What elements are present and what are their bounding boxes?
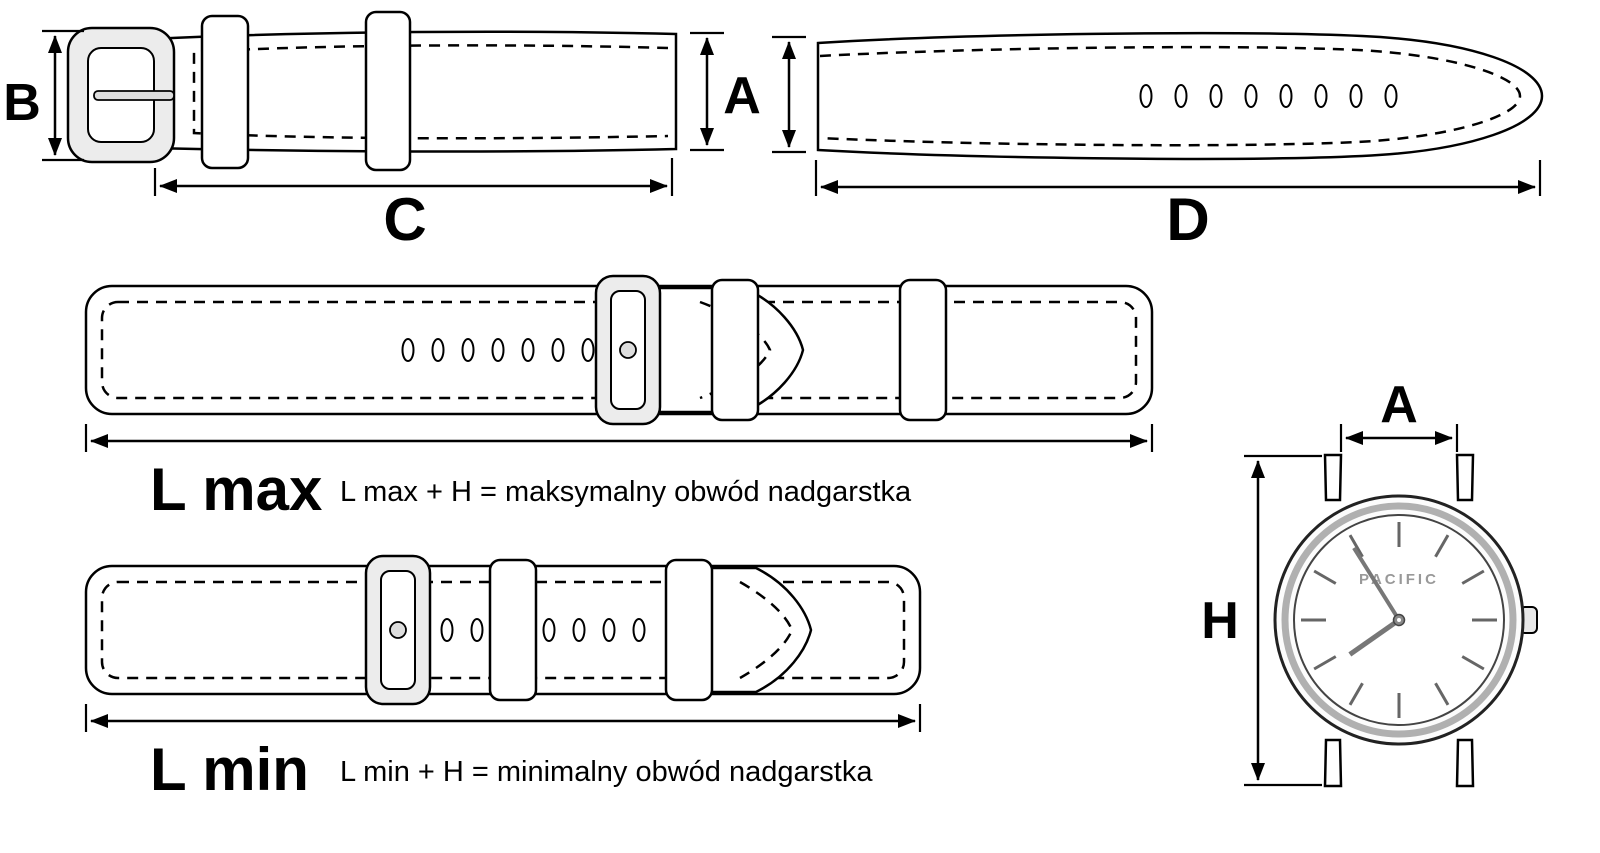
strap-hole <box>1209 84 1223 108</box>
strap-hole <box>1349 84 1363 108</box>
watch-diagram: PACIFIC A H <box>1201 376 1538 788</box>
strap-hole <box>602 618 616 642</box>
strap-hole <box>551 338 565 362</box>
strap-holes <box>1139 84 1398 108</box>
watch-hands <box>1348 546 1406 657</box>
dim-lmin: L min L min + H = minimalny obwód nadgar… <box>84 704 922 803</box>
strap-hole <box>542 618 556 642</box>
strap-hole <box>1384 84 1398 108</box>
tip-outline <box>698 566 813 694</box>
buckle <box>66 26 176 164</box>
buckle-prong <box>389 621 407 639</box>
hour-marker <box>1434 682 1450 706</box>
strap-hole <box>470 618 484 642</box>
strap-stitching <box>192 44 669 140</box>
dim-h-watch: H <box>1201 454 1322 787</box>
strap-hole <box>581 338 595 362</box>
strap-holes <box>401 338 595 362</box>
hour-hand <box>1348 617 1401 657</box>
strap-hole <box>440 618 454 642</box>
strap-tip <box>698 566 813 694</box>
strap-hole <box>1139 84 1153 108</box>
strap-hole <box>521 338 535 362</box>
hour-markers <box>1301 522 1497 718</box>
minute-hand <box>1352 546 1401 622</box>
dim-a: A <box>690 31 806 154</box>
dim-label-lmin: L min <box>150 736 309 803</box>
strap-hole <box>491 338 505 362</box>
keeper-loop <box>488 558 538 702</box>
dim-label-a: A <box>723 67 761 125</box>
lug <box>1323 738 1343 788</box>
strap-holes <box>440 618 646 642</box>
keeper-loop <box>364 10 412 172</box>
lug <box>1455 738 1475 788</box>
hour-marker <box>1313 569 1337 585</box>
buckle-prong <box>93 90 175 101</box>
strap-hole <box>1174 84 1188 108</box>
strap-hole <box>401 338 415 362</box>
strap-hole <box>632 618 646 642</box>
dim-label-a-watch: A <box>1380 376 1418 434</box>
strap-hole <box>1314 84 1328 108</box>
dim-label-lmax: L max <box>150 456 322 523</box>
dim-b: B <box>3 29 84 162</box>
watch-lugs <box>1323 453 1475 788</box>
hour-marker <box>1461 569 1485 585</box>
lmax-formula: L max + H = maksymalny obwód nadgarstka <box>340 476 912 508</box>
keeper-loop <box>898 278 948 422</box>
hour-marker <box>1461 655 1485 671</box>
dim-c: C <box>153 158 674 253</box>
dim-label-h-watch: H <box>1201 592 1239 650</box>
lug <box>1323 453 1343 502</box>
lmax-diagram: L max L max + H = maksymalny obwód nadga… <box>84 274 1154 523</box>
strap-hole <box>431 338 445 362</box>
dim-label-c: C <box>383 186 426 253</box>
strap-hole <box>572 618 586 642</box>
lug <box>1455 453 1475 502</box>
strap-stitching <box>819 45 1522 147</box>
dim-label-b: B <box>3 74 41 132</box>
buckle-strap-diagram: B A C <box>3 10 806 253</box>
strap-body <box>148 30 678 153</box>
dim-lmax: L max L max + H = maksymalny obwód nadga… <box>84 424 1154 523</box>
tail-strap-diagram: D <box>814 31 1544 253</box>
hour-marker <box>1348 534 1364 558</box>
buckle <box>594 274 662 426</box>
keeper-loop <box>710 278 760 422</box>
dim-a-watch: A <box>1339 376 1459 452</box>
dim-label-d: D <box>1166 186 1209 253</box>
watch-bezel <box>1281 502 1517 738</box>
strap-hole <box>461 338 475 362</box>
lmin-formula: L min + H = minimalny obwód nadgarstka <box>340 756 873 788</box>
keeper-loop <box>200 14 250 170</box>
hour-marker <box>1313 655 1337 671</box>
lmin-diagram: L min L min + H = minimalny obwód nadgar… <box>84 554 922 803</box>
tip-stitching <box>739 580 794 680</box>
hour-marker <box>1434 534 1450 558</box>
strap-hole <box>1279 84 1293 108</box>
buckle <box>364 554 432 706</box>
buckle-prong <box>619 341 637 359</box>
hands-pivot-center <box>1397 618 1401 622</box>
strap-hole <box>1244 84 1258 108</box>
hour-marker <box>1348 682 1364 706</box>
dim-d: D <box>814 160 1542 253</box>
keeper-loop <box>664 558 714 702</box>
